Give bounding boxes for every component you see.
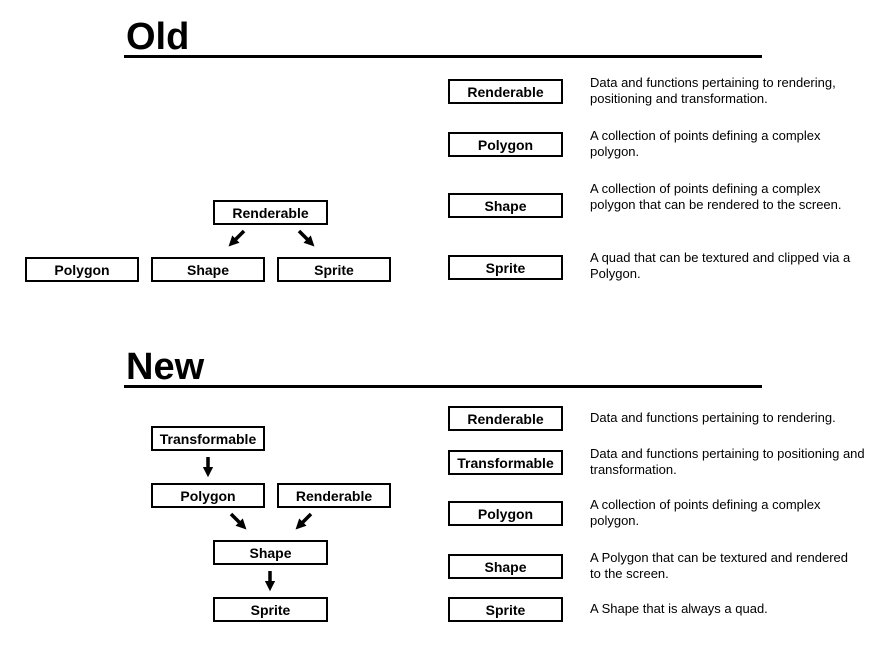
new-diagram-renderable-node: Renderable: [277, 483, 391, 508]
old-legend-description-shape: A collection of points defining a comple…: [590, 181, 842, 212]
new-diagram-polygon-node: Polygon: [151, 483, 265, 508]
old-legend-description-sprite: A quad that can be textured and clipped …: [590, 250, 851, 281]
old-legend-term-shape: Shape: [448, 193, 563, 218]
new-legend-term-polygon: Polygon: [448, 501, 563, 526]
old-arrow-renderable-to-sprite: [297, 229, 315, 247]
old-diagram-shape-node: Shape: [151, 257, 265, 282]
old-section-divider: [124, 55, 762, 58]
old-legend-term-renderable: Renderable: [448, 79, 563, 104]
old-section-title: Old: [126, 16, 190, 58]
old-legend-term-polygon: Polygon: [448, 132, 563, 157]
new-legend-description-transformable: Data and functions pertaining to positio…: [590, 446, 865, 477]
new-legend-term-sprite: Sprite: [448, 597, 563, 622]
new-legend-description-renderable: Data and functions pertaining to renderi…: [590, 410, 836, 425]
new-arrow-polygon-to-shape: [229, 512, 247, 530]
new-legend-term-shape: Shape: [448, 554, 563, 579]
new-diagram-sprite-node: Sprite: [213, 597, 328, 622]
old-diagram-renderable-node: Renderable: [213, 200, 328, 225]
old-arrow-renderable-to-shape: [228, 229, 246, 247]
old-diagram-polygon-node: Polygon: [25, 257, 139, 282]
old-legend-description-renderable: Data and functions pertaining to renderi…: [590, 75, 836, 106]
new-legend-term-transformable: Transformable: [448, 450, 563, 475]
new-legend-term-renderable: Renderable: [448, 406, 563, 431]
new-legend-description-polygon: A collection of points defining a comple…: [590, 497, 821, 528]
new-section-divider: [124, 385, 762, 388]
new-legend-description-shape: A Polygon that can be textured and rende…: [590, 550, 849, 581]
new-diagram-shape-node: Shape: [213, 540, 328, 565]
new-arrow-renderable-to-shape: [295, 512, 313, 530]
old-diagram-sprite-node: Sprite: [277, 257, 391, 282]
new-diagram-transformable-node: Transformable: [151, 426, 265, 451]
old-legend-description-polygon: A collection of points defining a comple…: [590, 128, 821, 159]
new-section-title: New: [126, 346, 205, 388]
new-legend-description-sprite: A Shape that is always a quad.: [590, 601, 768, 616]
old-legend-term-sprite: Sprite: [448, 255, 563, 280]
